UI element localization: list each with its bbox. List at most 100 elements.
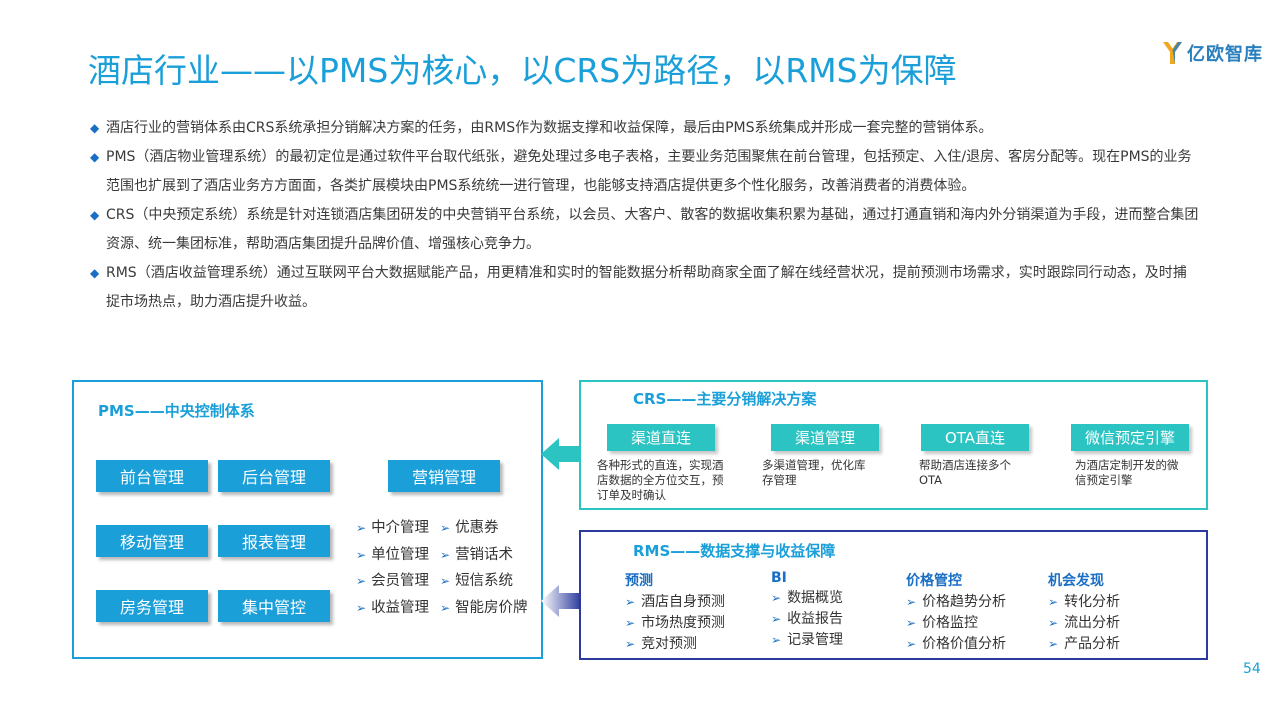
list-item-label: 转化分析 [1064, 594, 1121, 610]
pms-list-left: ➢ 中介管理 ➢ 单位管理 ➢ 会员管理 ➢ 收益管理 [356, 515, 429, 621]
desc-line: 为酒店定制开发的微 [1075, 458, 1179, 472]
desc-line: 多渠道管理，优化库 [762, 458, 866, 472]
list-item: ➢ 短信系统 [440, 568, 528, 595]
rms-panel: RMS——数据支撑与收益保障 预测 ➢酒店自身预测 ➢市场热度预测 ➢竞对预测 … [579, 530, 1208, 660]
crs-desc-wechat: 为酒店定制开发的微 信预定引擎 [1075, 458, 1195, 488]
bullet-list: 酒店行业的营销体系由CRS系统承担分销解决方案的任务，由RMS作为数据支撑和收益… [90, 114, 1200, 317]
list-item-label: 营销话术 [455, 546, 514, 563]
desc-line: 信预定引擎 [1075, 473, 1133, 487]
list-item-label: 竞对预测 [641, 636, 698, 652]
list-item-label: 价格监控 [922, 615, 979, 631]
bullet-item: 酒店行业的营销体系由CRS系统承担分销解决方案的任务，由RMS作为数据支撑和收益… [90, 114, 1200, 143]
list-item-label: 智能房价牌 [455, 599, 528, 616]
crs-desc-channel: 多渠道管理，优化库 存管理 [762, 458, 882, 488]
list-item-label: 短信系统 [455, 573, 514, 589]
list-item: ➢ 优惠券 [440, 515, 528, 542]
pms-panel: PMS——中央控制体系 前台管理 后台管理 移动管理 报表管理 房务管理 集中管… [72, 380, 543, 659]
rms-column-forecast: 预测 ➢酒店自身预测 ➢市场热度预测 ➢竞对预测 [625, 570, 725, 655]
list-item: ➢酒店自身预测 [625, 592, 725, 613]
chevron-right-icon: ➢ [771, 612, 782, 626]
list-item: ➢ 收益报告 [771, 609, 843, 630]
chevron-right-icon: ➢ [906, 616, 917, 630]
list-item-label: 产品分析 [1064, 636, 1121, 652]
list-item: ➢智能房价牌 [440, 595, 528, 622]
pms-button-reports: 报表管理 [218, 525, 330, 557]
chevron-right-icon: ➢ [771, 633, 782, 647]
desc-line: 订单及时确认 [597, 488, 666, 502]
list-item: ➢ 价格趋势分析 [906, 592, 1006, 613]
bullet-item: RMS（酒店收益管理系统）通过互联网平台大数据赋能产品，用更精准和实时的智能数据… [90, 259, 1200, 317]
crs-desc-ota: 帮助酒店连接多个 OTA [919, 458, 1034, 488]
list-item: ➢ 会员管理 [356, 568, 429, 595]
list-item-label: 价格价值分析 [922, 636, 1007, 652]
rms-column-head: 机会发现 [1048, 573, 1104, 589]
rms-column-head: BI [771, 570, 787, 586]
desc-line: 帮助酒店连接多个 [919, 458, 1011, 472]
rms-title: RMS——数据支撑与收益保障 [633, 542, 836, 560]
rms-column-head: 价格管控 [906, 573, 962, 589]
list-item: ➢数据概览 [771, 588, 843, 609]
list-item: ➢ 流出分析 [1048, 613, 1120, 634]
desc-line: OTA [919, 473, 943, 487]
desc-line: 存管理 [762, 473, 797, 487]
crs-button-wechat: 微信预定引擎 [1071, 424, 1189, 451]
crs-desc-direct: 各种形式的直连，实现酒 店数据的全方位交互，预 订单及时确认 [597, 458, 737, 503]
chevron-right-icon: ➢ [440, 547, 451, 562]
list-item: ➢ 单位管理 [356, 542, 429, 569]
desc-line: 各种形式的直连，实现酒 [597, 458, 724, 472]
list-item: ➢ 价格价值分析 [906, 634, 1006, 655]
crs-button-channel: 渠道管理 [771, 424, 879, 451]
list-item-label: 酒店自身预测 [641, 594, 726, 610]
yiou-logo-icon [1163, 42, 1182, 64]
chevron-right-icon: ➢ [625, 616, 636, 630]
logo-text: 亿欧智库 [1187, 44, 1263, 65]
crs-panel: CRS——主要分销解决方案 渠道直连 渠道管理 OTA直连 微信预定引擎 各种形… [579, 380, 1208, 510]
pms-button-marketing: 营销管理 [388, 460, 500, 492]
list-item-label: 中介管理 [371, 520, 430, 536]
chevron-right-icon: ➢ [625, 637, 636, 651]
chevron-right-icon: ➢ [1048, 637, 1059, 651]
list-item-label: 价格趋势分析 [922, 594, 1007, 610]
arrow-left-icon [541, 585, 581, 617]
list-item: ➢ 转化分析 [1048, 592, 1120, 613]
chevron-right-icon: ➢ [1048, 616, 1059, 630]
chevron-right-icon: ➢ [906, 595, 917, 609]
list-item: ➢ 市场热度预测 [625, 613, 725, 634]
chevron-right-icon: ➢ [906, 637, 917, 651]
crs-button-direct: 渠道直连 [607, 424, 715, 451]
pms-list-right: ➢ 优惠券 ➢ 营销话术 ➢ 短信系统 ➢智能房价牌 [440, 515, 528, 621]
list-item-label: 收益报告 [787, 611, 844, 627]
chevron-right-icon: ➢ [356, 547, 367, 562]
pms-button-back-office: 后台管理 [218, 460, 330, 492]
list-item: ➢ 记录管理 [771, 630, 843, 651]
desc-line: 店数据的全方位交互，预 [597, 473, 724, 487]
list-item-label: 记录管理 [787, 632, 844, 648]
list-item: ➢ 收益管理 [356, 595, 429, 622]
pms-button-housekeeping: 房务管理 [96, 590, 208, 622]
chevron-right-icon: ➢ [440, 521, 451, 535]
arrow-left-icon [541, 438, 581, 470]
list-item-label: 优惠券 [455, 520, 499, 536]
pms-title: PMS——中央控制体系 [98, 402, 255, 420]
list-item: ➢ 中介管理 [356, 515, 429, 542]
chevron-right-icon: ➢ [356, 600, 367, 615]
brand-logo: 亿欧智库 [1162, 40, 1263, 66]
list-item: ➢ 价格监控 [906, 613, 1006, 634]
chevron-right-icon: ➢ [1048, 595, 1059, 609]
list-item-label: 数据概览 [787, 590, 844, 606]
chevron-right-icon: ➢ [440, 574, 451, 588]
pms-button-mobile: 移动管理 [96, 525, 208, 557]
chevron-right-icon: ➢ [356, 521, 367, 535]
list-item-label: 会员管理 [371, 573, 430, 589]
list-item-label: 市场热度预测 [641, 615, 726, 631]
list-item: ➢ 产品分析 [1048, 634, 1120, 655]
rms-column-bi: BI ➢数据概览 ➢ 收益报告 ➢ 记录管理 [771, 570, 843, 651]
crs-button-ota: OTA直连 [921, 424, 1029, 451]
list-item: ➢ 竞对预测 [625, 634, 725, 655]
crs-title: CRS——主要分销解决方案 [633, 390, 817, 408]
list-item-label: 收益管理 [371, 599, 430, 616]
list-item-label: 单位管理 [371, 546, 430, 563]
chevron-right-icon: ➢ [356, 574, 367, 588]
list-item-label: 流出分析 [1064, 615, 1121, 631]
page-number: 54 [1243, 661, 1261, 677]
